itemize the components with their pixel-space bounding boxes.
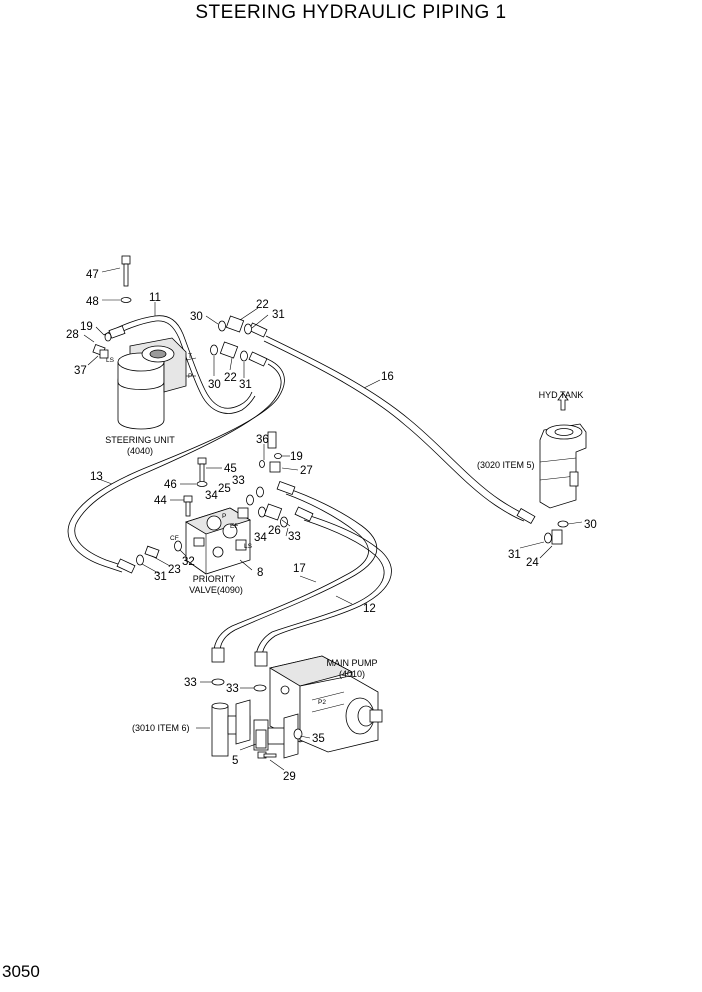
callout: 35 <box>312 733 325 745</box>
component-labels: STEERING UNIT (4040) PRIORITY VALVE(4090… <box>105 390 583 733</box>
callout: 19 <box>80 321 93 333</box>
callout: 31 <box>239 379 252 391</box>
callout: 19 <box>290 451 303 463</box>
hyd-tank <box>539 392 587 509</box>
callout: 30 <box>584 519 597 531</box>
page-title: STEERING HYDRAULIC PIPING 1 <box>195 2 507 23</box>
callout: 17 <box>293 563 306 575</box>
priority-valve <box>185 507 251 575</box>
valve-port-ef: EF <box>230 523 238 530</box>
hose-16 <box>263 335 527 522</box>
page-number: 3050 <box>2 962 40 981</box>
callout: 30 <box>190 311 203 323</box>
port-labels: T P LS P EF CF LS P2 <box>106 353 326 706</box>
valve-port-p: P <box>222 513 226 520</box>
steering-unit-label: STEERING UNIT <box>105 435 175 445</box>
small-parts <box>92 255 569 759</box>
priority-valve-label: PRIORITY <box>193 574 236 584</box>
callout: 34 <box>205 490 218 502</box>
callout: 12 <box>363 603 376 615</box>
callout: 32 <box>182 556 195 568</box>
callout: 24 <box>526 557 539 569</box>
callout: 29 <box>283 771 296 783</box>
hyd-tank-label: HYD TANK <box>539 390 584 400</box>
callout: 45 <box>224 463 237 475</box>
priority-valve-code: VALVE(4090) <box>189 585 243 595</box>
callout: 16 <box>381 371 394 383</box>
callout: 36 <box>256 434 269 446</box>
callout: 25 <box>218 483 231 495</box>
callout: 27 <box>300 465 313 477</box>
callout: 28 <box>66 329 79 341</box>
hose-12 <box>255 513 392 659</box>
main-pump-code: (4010) <box>339 669 365 679</box>
callout: 33 <box>232 475 245 487</box>
callout: 31 <box>154 571 167 583</box>
callout: 8 <box>257 567 263 579</box>
callout: 33 <box>184 677 197 689</box>
hyd-tank-ref: (3020 ITEM 5) <box>477 460 535 470</box>
callout: 48 <box>86 296 99 308</box>
callout: 23 <box>168 564 181 576</box>
callout: 33 <box>288 531 301 543</box>
hose-17 <box>213 487 378 653</box>
leader-lines <box>83 267 583 771</box>
callout: 44 <box>154 495 167 507</box>
callout: 5 <box>232 755 238 767</box>
steering-unit-code: (4040) <box>127 446 153 456</box>
pump-block-ref: (3010 ITEM 6) <box>132 723 190 733</box>
pump-port-p2: P2 <box>318 699 326 706</box>
callout: 33 <box>226 683 239 695</box>
callout: 22 <box>256 299 269 311</box>
port-ls: LS <box>106 357 115 364</box>
callout: 34 <box>254 532 267 544</box>
callout: 30 <box>208 379 221 391</box>
main-pump-label: MAIN PUMP <box>326 658 377 668</box>
callout: 46 <box>164 479 177 491</box>
hose-11 <box>103 315 256 414</box>
callout: 13 <box>90 471 103 483</box>
port-p: P <box>188 373 192 380</box>
callout-numbers: 47 48 11 28 19 37 30 22 31 30 22 31 16 1… <box>66 269 597 783</box>
callout: 22 <box>224 372 237 384</box>
callout: 47 <box>86 269 99 281</box>
valve-port-ls: LS <box>244 543 253 550</box>
callout: 31 <box>272 309 285 321</box>
valve-port-cf: CF <box>170 535 179 542</box>
callout: 31 <box>508 549 521 561</box>
callout: 37 <box>74 365 87 377</box>
steering-unit <box>117 337 197 430</box>
callout: 26 <box>268 525 281 537</box>
port-t: T <box>188 353 192 360</box>
callout: 11 <box>149 292 161 304</box>
hose-13 <box>67 357 285 573</box>
